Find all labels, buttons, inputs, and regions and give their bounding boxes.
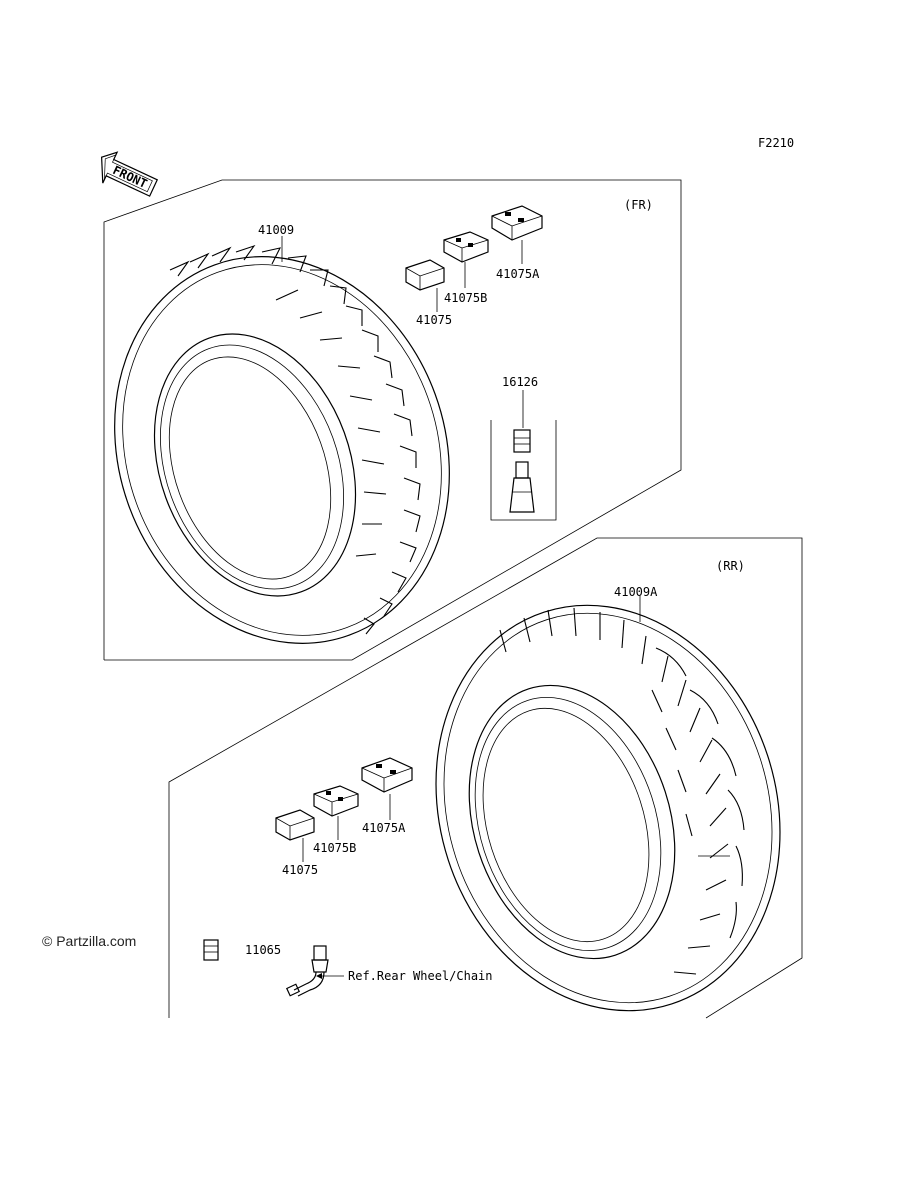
front-panel: (FR)	[103, 179, 682, 661]
rear-valve-cap-icon	[203, 939, 219, 961]
front-weight-b-icon	[443, 231, 489, 263]
front-weight-a-icon	[491, 205, 543, 241]
label-front-weight-a: 41075A	[496, 267, 540, 281]
label-front-tire: 41009	[258, 223, 294, 237]
rear-weight-icon	[275, 809, 315, 841]
rear-weight-b-icon	[313, 785, 359, 817]
rear-panel: (RR)	[168, 537, 803, 1019]
label-front-weight: 41075	[416, 313, 452, 327]
rear-valve-icon	[285, 945, 329, 997]
rear-tire	[435, 596, 781, 1012]
rear-panel-title: (RR)	[716, 559, 745, 573]
front-tire	[114, 236, 450, 644]
front-panel-title: (FR)	[624, 198, 653, 212]
figure-code: F2210	[758, 136, 794, 150]
label-rear-tire: 41009A	[614, 585, 658, 599]
label-front-valve: 16126	[502, 375, 538, 389]
label-front-weight-b: 41075B	[444, 291, 487, 305]
label-rear-valve-cap: 11065	[245, 943, 281, 957]
label-rear-weight-a: 41075A	[362, 821, 406, 835]
watermark: © Partzilla.com	[42, 933, 136, 949]
label-rear-weight: 41075	[282, 863, 318, 877]
label-rear-ref-note: Ref.Rear Wheel/Chain	[348, 969, 493, 983]
front-valve-icon	[509, 429, 535, 513]
rear-weight-a-icon	[361, 757, 413, 793]
front-arrow-icon: FRONT	[100, 151, 159, 197]
front-weight-icon	[405, 259, 445, 291]
label-rear-weight-b: 41075B	[313, 841, 356, 855]
